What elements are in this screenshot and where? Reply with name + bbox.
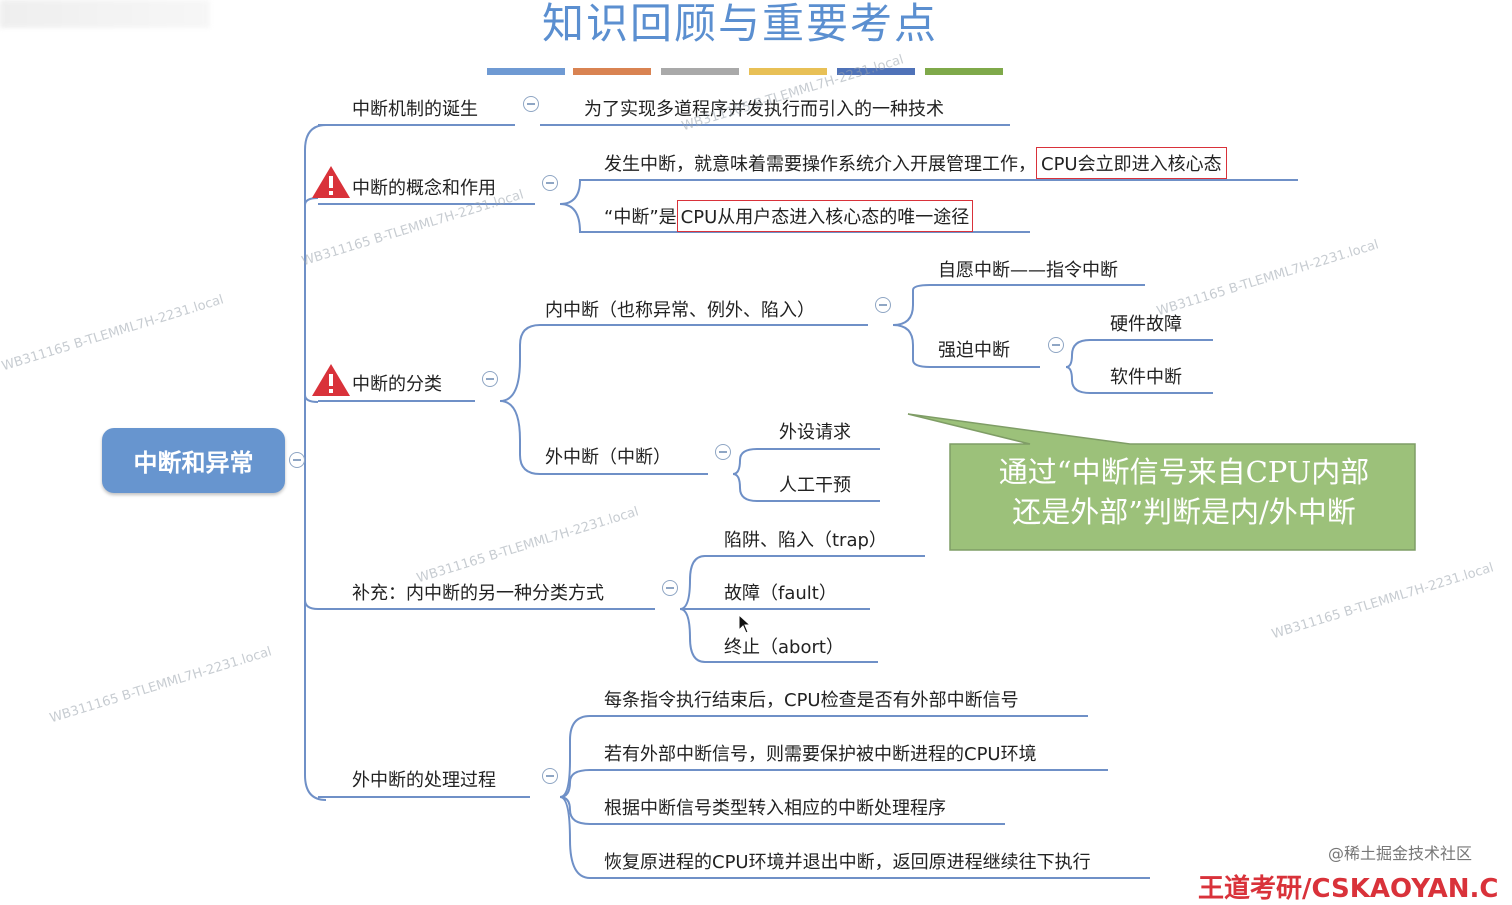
title-color-bar-5 [837, 68, 915, 75]
title-color-bar-3 [661, 68, 739, 75]
abort-item[interactable]: 终止（abort） [724, 637, 844, 658]
forced-collapse-button[interactable] [1048, 337, 1064, 353]
classify-collapse-button[interactable] [482, 371, 498, 387]
external-collapse-button[interactable] [715, 444, 731, 460]
supplement-collapse-button[interactable] [662, 580, 678, 596]
process-step-2[interactable]: 若有外部中断信号，则需要保护被中断进程的CPU环境 [604, 744, 1037, 765]
birth-description[interactable]: 为了实现多道程序并发执行而引入的一种技术 [584, 99, 944, 120]
page-title: 知识回顾与重要考点 [541, 0, 938, 48]
root-node-interrupts-and-exceptions[interactable]: 中断和异常 [102, 428, 285, 493]
hardware-fault[interactable]: 硬件故障 [1110, 314, 1182, 335]
birth-collapse-button[interactable] [523, 96, 539, 112]
external-interrupt[interactable]: 外中断（中断） [545, 447, 671, 468]
concept-point-1-highlight: CPU会立即进入核心态 [1036, 147, 1227, 179]
concept-point-2-highlight: CPU从用户态进入核心态的唯一途径 [676, 200, 974, 232]
mouse-cursor-icon [738, 614, 752, 634]
concept-point-1-text: 发生中断，就意味着需要操作系统介入开展管理工作， [604, 154, 1036, 175]
internal-collapse-button[interactable] [875, 297, 891, 313]
root-collapse-button[interactable] [289, 452, 305, 468]
callout-line-2: 还是外部”判断是内/外中断 [1012, 495, 1356, 529]
process-step-3[interactable]: 根据中断信号类型转入相应的中断处理程序 [604, 798, 946, 819]
process-step-1[interactable]: 每条指令执行结束后，CPU检查是否有外部中断信号 [604, 690, 1019, 711]
concept-point-2-text: “中断”是 [604, 207, 677, 228]
callout-line-1: 通过“中断信号来自CPU内部 [998, 455, 1370, 489]
title-color-bar-1 [487, 68, 565, 75]
branch-interrupt-concept[interactable]: 中断的概念和作用 [352, 178, 496, 199]
concept-point-1[interactable]: 发生中断，就意味着需要操作系统介入开展管理工作，CPU会立即进入核心态 [604, 147, 1227, 179]
callout-text: 通过“中断信号来自CPU内部 还是外部”判断是内/外中断 [956, 452, 1412, 532]
voluntary-interrupt[interactable]: 自愿中断——指令中断 [938, 260, 1118, 281]
concept-collapse-button[interactable] [542, 175, 558, 191]
branch-interrupt-classification[interactable]: 中断的分类 [352, 374, 442, 395]
mindmap-connectors [290, 124, 1298, 879]
trap-item[interactable]: 陷阱、陷入（trap） [724, 530, 887, 551]
manual-intervention[interactable]: 人工干预 [779, 475, 851, 496]
process-step-4[interactable]: 恢复原进程的CPU环境并退出中断，返回原进程继续往下执行 [604, 852, 1091, 873]
software-interrupt[interactable]: 软件中断 [1110, 367, 1182, 388]
branch-supplement-classification[interactable]: 补充：内中断的另一种分类方式 [352, 583, 604, 604]
callout-box [907, 413, 1416, 551]
brand-footer: 王道考研/CSKAOYAN.C [1198, 874, 1499, 904]
fault-item[interactable]: 故障（fault） [724, 583, 837, 604]
internal-interrupt[interactable]: 内中断（也称异常、例外、陷入） [545, 300, 815, 321]
branch-interrupt-birth[interactable]: 中断机制的诞生 [352, 99, 478, 120]
site-watermark: @稀土掘金技术社区 [1328, 844, 1473, 863]
forced-interrupt[interactable]: 强迫中断 [938, 340, 1010, 361]
title-color-bar-6 [925, 68, 1003, 75]
title-color-bar-4 [749, 68, 827, 75]
warning-icon [312, 166, 350, 198]
branch-external-interrupt-process[interactable]: 外中断的处理过程 [352, 770, 496, 791]
top-logo-blurred [0, 0, 210, 28]
title-color-bar-2 [573, 68, 651, 75]
device-request[interactable]: 外设请求 [779, 422, 851, 443]
process-collapse-button[interactable] [542, 768, 558, 784]
warning-icon [312, 364, 350, 396]
